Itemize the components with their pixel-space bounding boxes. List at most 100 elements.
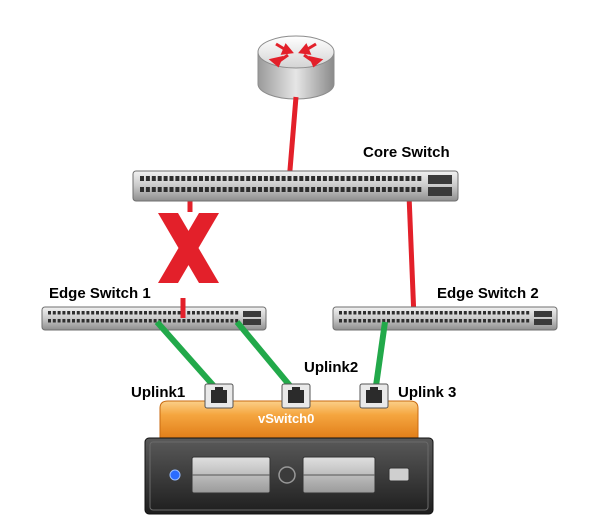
switch-port [144, 311, 147, 315]
switch-port [382, 319, 386, 323]
switch-port [240, 187, 245, 192]
switch-port [444, 319, 448, 323]
switch-port [120, 319, 123, 323]
switch-port [293, 176, 298, 181]
switch-port [252, 187, 257, 192]
switch-port [348, 319, 352, 323]
switch-port [343, 311, 347, 315]
switch-port [293, 187, 298, 192]
switch-port [425, 311, 429, 315]
switch-port [67, 319, 71, 323]
switch-port [492, 311, 496, 315]
switch-port [387, 311, 390, 315]
switch-port [139, 311, 143, 315]
switch-port [158, 311, 162, 315]
switch-port [435, 319, 438, 323]
switch-port [181, 176, 186, 181]
switch-port [163, 319, 167, 323]
switch-port [387, 187, 392, 192]
switch-port [468, 319, 472, 323]
switch-port [478, 319, 482, 323]
switch-port [370, 187, 375, 192]
switch-port [339, 319, 342, 323]
switch-port [463, 311, 467, 315]
switch-port [148, 311, 152, 315]
switch-port [129, 319, 133, 323]
switch-port [348, 311, 352, 315]
switch-port [216, 176, 221, 181]
switch-port [478, 311, 482, 315]
switch-port [210, 187, 215, 192]
link-edge1-uplink2 [234, 320, 299, 395]
switch-port [381, 176, 386, 181]
switch-port [110, 319, 114, 323]
switch-port [145, 187, 150, 192]
switch-port [353, 319, 357, 323]
switch-port [240, 176, 245, 181]
switch-port [463, 319, 467, 323]
switch-port [86, 311, 90, 315]
switch-port [346, 187, 351, 192]
switch-port [507, 319, 510, 323]
switch-port [62, 319, 66, 323]
link-core-edge2 [406, 194, 417, 319]
switch-port [311, 187, 316, 192]
switch-port [430, 319, 434, 323]
switch-port [393, 176, 398, 181]
switch-port [105, 311, 109, 315]
switch-port [246, 187, 251, 192]
switch-port [201, 311, 205, 315]
switch-port [206, 319, 210, 323]
switch-port [96, 319, 99, 323]
switch-port [401, 319, 405, 323]
vswitch-label: vSwitch0 [258, 411, 315, 426]
switch-port [148, 319, 152, 323]
link-edge2-uplink3 [372, 321, 388, 394]
switch-port [376, 187, 380, 192]
switch-port [370, 176, 375, 181]
switch-port [193, 176, 198, 181]
switch-port [230, 319, 234, 323]
switch-port [177, 319, 181, 323]
switch-port [483, 319, 486, 323]
switch-port [449, 319, 453, 323]
switch-port [516, 311, 520, 315]
switch-port [134, 311, 138, 315]
switch-port [340, 187, 345, 192]
switch-port [376, 176, 380, 181]
switch-port [153, 319, 157, 323]
switch-port [377, 319, 381, 323]
switch-port [163, 176, 168, 181]
switch-port [230, 311, 234, 315]
switch-port [48, 311, 51, 315]
switch-port [305, 176, 310, 181]
switch-port [115, 311, 119, 315]
switch-port [220, 319, 224, 323]
switch-port [363, 311, 366, 315]
switch-port [91, 319, 95, 323]
router-icon [257, 35, 335, 100]
failure-x-icon [158, 213, 219, 283]
switch-port [222, 176, 227, 181]
switch-port [252, 176, 257, 181]
switch-port [439, 319, 443, 323]
switch-port [169, 187, 174, 192]
switch-port [454, 319, 458, 323]
switch-port [234, 187, 239, 192]
switch-port [275, 176, 280, 181]
switch-port [192, 319, 195, 323]
switch-port [225, 319, 229, 323]
switch-port [193, 187, 198, 192]
switch-port [91, 311, 95, 315]
switch-port [140, 176, 144, 181]
switch-port [235, 311, 239, 315]
core-switch-icon [132, 170, 459, 202]
switch-port [411, 319, 414, 323]
switch-port [52, 311, 56, 315]
switch-port [216, 311, 219, 315]
switch-port [468, 311, 472, 315]
switch-port [76, 319, 80, 323]
switch-port [352, 176, 357, 181]
switch-port [526, 319, 530, 323]
